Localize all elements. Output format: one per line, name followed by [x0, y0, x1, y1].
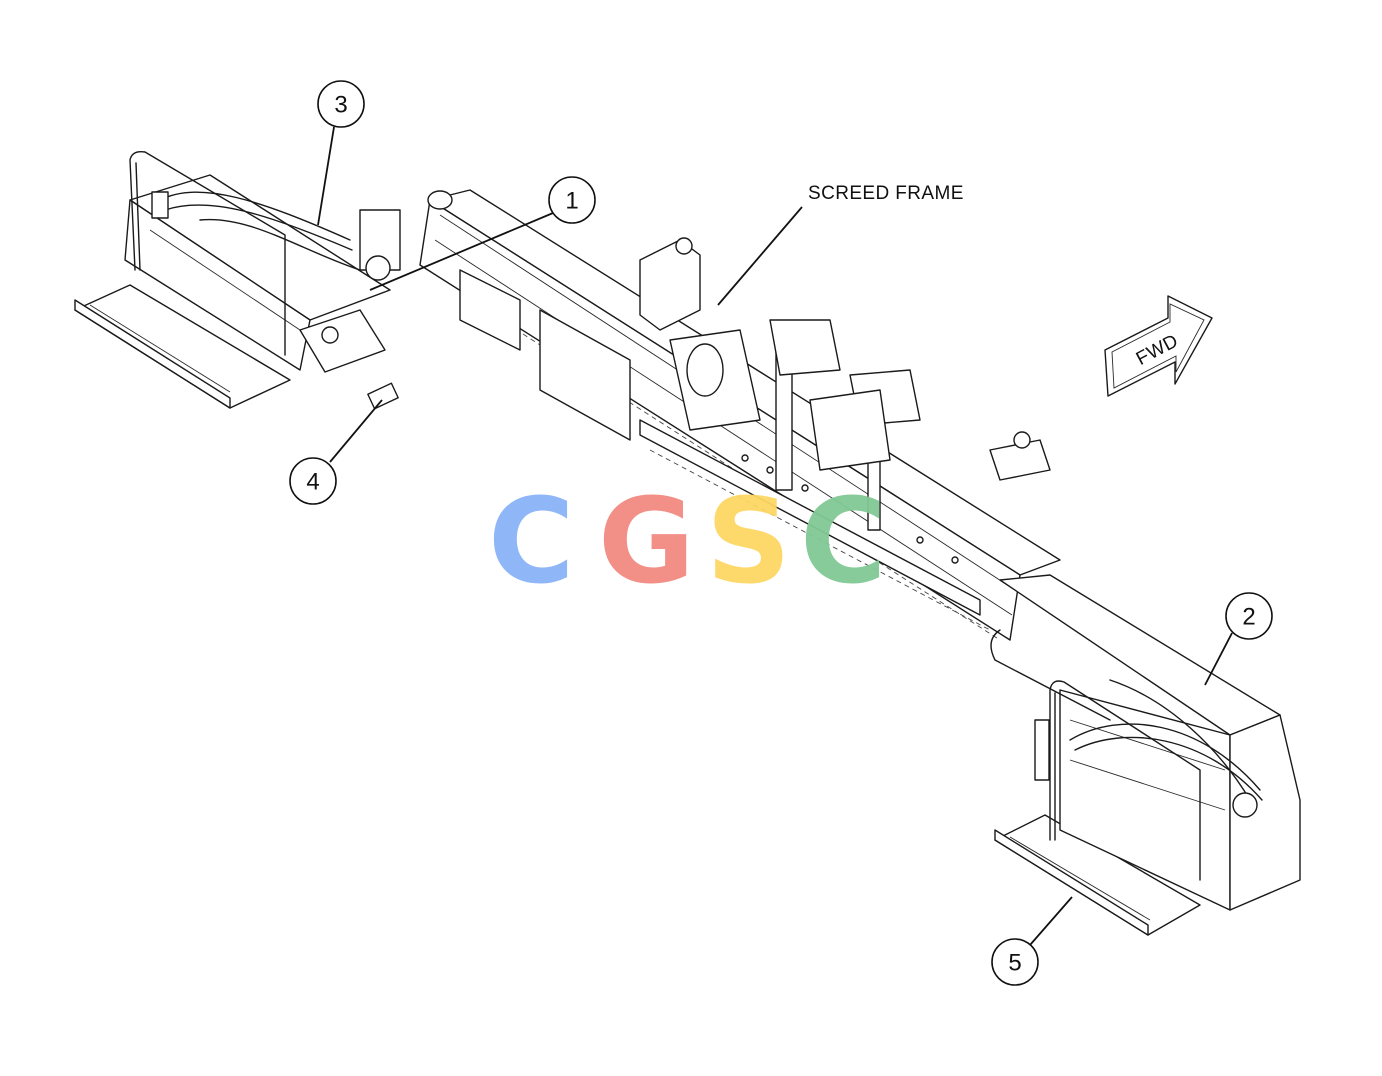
screed-frame-leader [717, 206, 803, 306]
callout-5-number: 5 [1008, 950, 1021, 977]
callout-2-number: 2 [1242, 604, 1255, 631]
callout-5-leader [1029, 896, 1073, 946]
callout-1-leader [369, 212, 554, 291]
watermark-logo: C G S C [488, 472, 887, 610]
callout-1-number: 1 [565, 188, 578, 215]
watermark-letter-3: S [706, 472, 791, 610]
watermark-letter-2: G [598, 472, 695, 610]
callout-3-number: 3 [334, 92, 347, 119]
callout-4: 4 [289, 457, 337, 505]
callout-2-leader [1204, 632, 1233, 686]
callout-1: 1 [548, 176, 596, 224]
callout-3-leader [317, 126, 335, 226]
callout-3: 3 [317, 80, 365, 128]
callout-4-number: 4 [306, 469, 319, 496]
callout-4-leader [329, 399, 383, 463]
screed-frame-label: SCREED FRAME [808, 183, 964, 204]
fwd-arrow: FWD [1104, 295, 1213, 397]
left-platform-drawing [74, 150, 401, 410]
watermark-letter-4: C [800, 472, 887, 610]
watermark-letter-1: C [488, 472, 575, 610]
screed-frame-drawing [419, 189, 1061, 641]
callout-5: 5 [991, 938, 1039, 986]
right-platform-drawing [990, 574, 1301, 936]
callout-2: 2 [1225, 592, 1273, 640]
